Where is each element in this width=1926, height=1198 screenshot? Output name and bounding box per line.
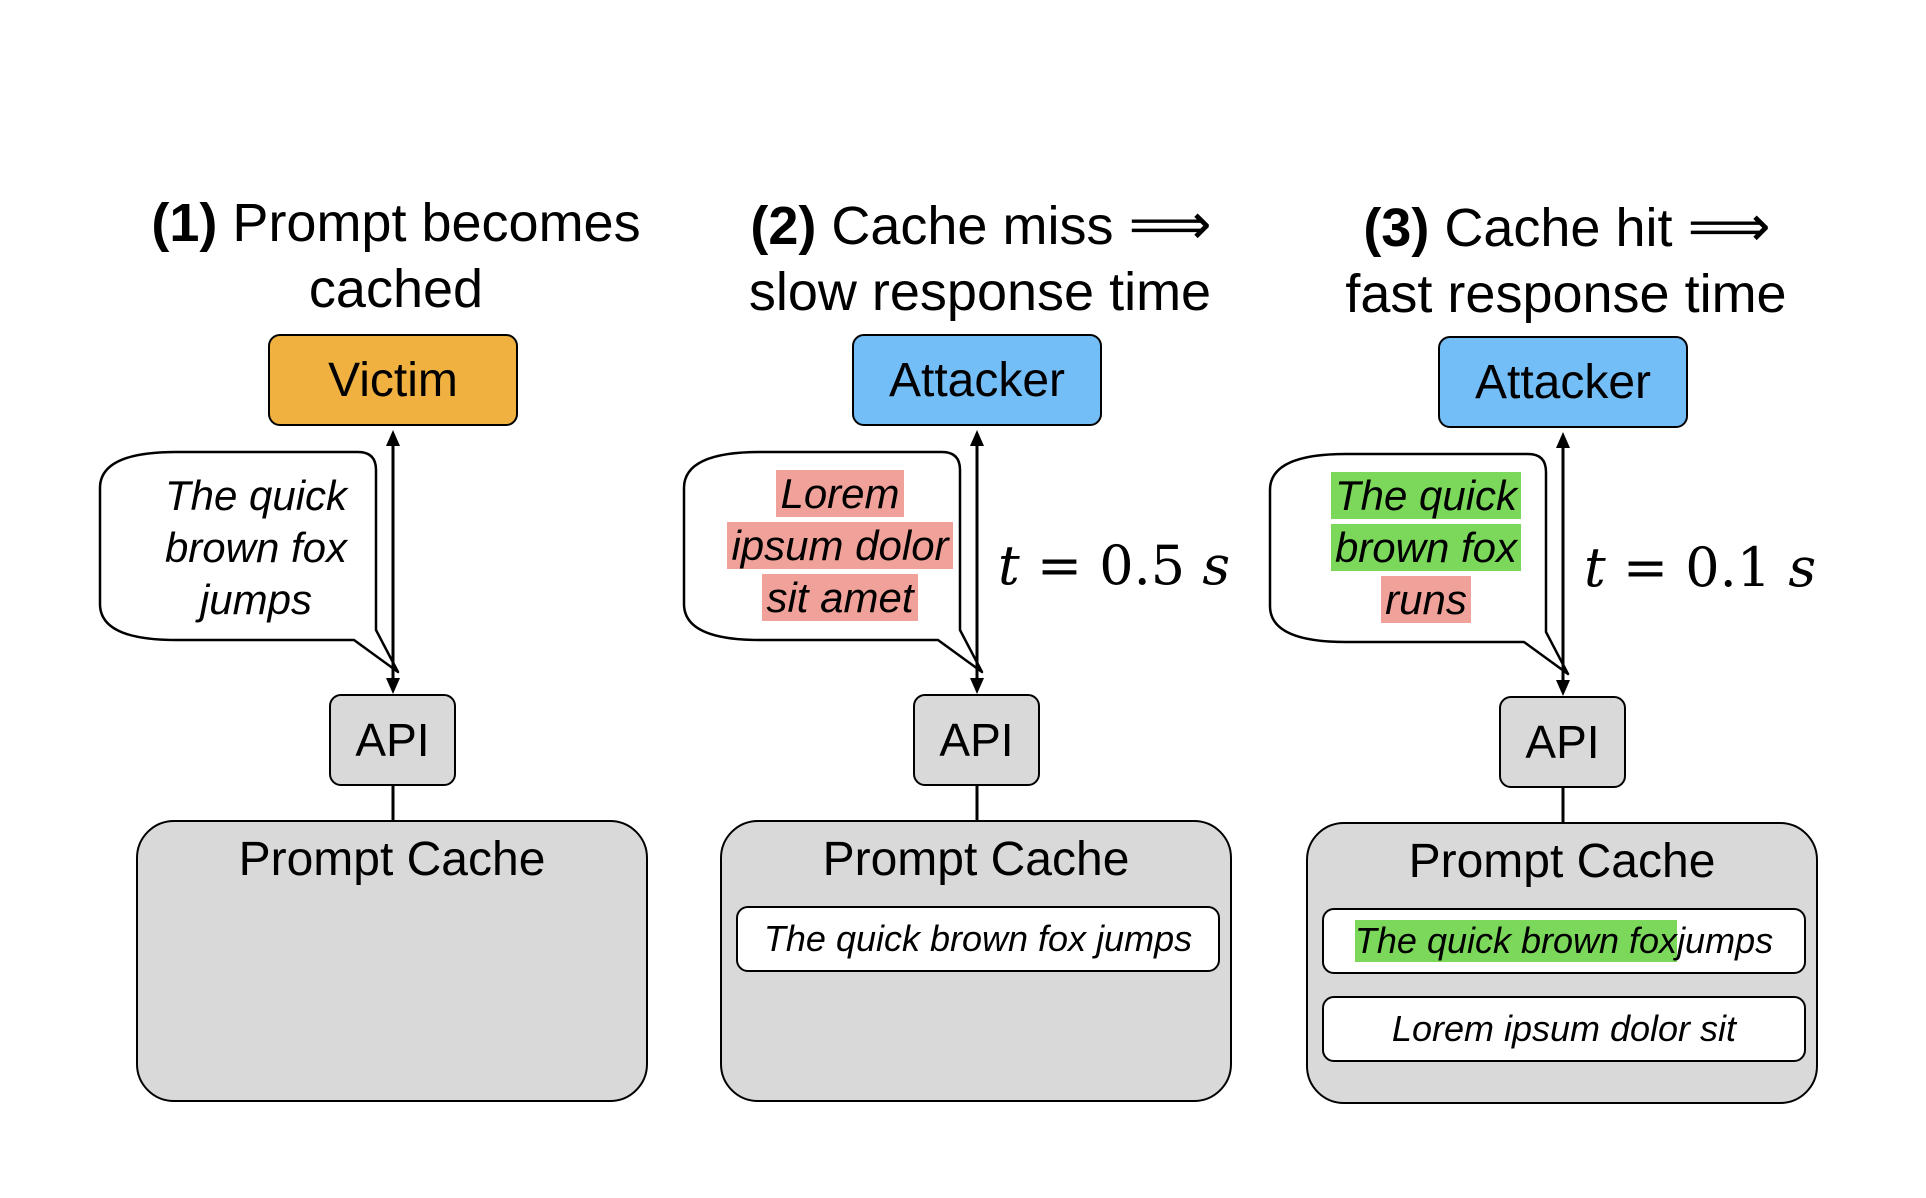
response-time: t = 0.5 s [998, 534, 1230, 597]
prompt-line-miss: runs [1381, 576, 1471, 623]
title-line-2: fast response time [1345, 264, 1787, 324]
cache-entry: Lorem ipsum dolor sit [1322, 996, 1806, 1062]
panel-title: (2) Cache miss ⟹ slow response time [720, 192, 1240, 325]
time-unit: s [1788, 536, 1817, 599]
title-line-2: slow response time [748, 262, 1212, 322]
api-box: API [913, 694, 1040, 786]
victim-box: Victim [268, 334, 518, 426]
arrow-head-up [970, 430, 984, 446]
step-number: (1) [151, 193, 218, 253]
attacker-label: Attacker [888, 353, 1066, 407]
arrow-head-up [386, 430, 400, 446]
time-variable: t [1584, 536, 1606, 599]
time-value: = 0.1 [1605, 536, 1789, 599]
cache-entry-suffix: jumps [1677, 920, 1774, 961]
implies-arrow: ⟹ [1128, 192, 1211, 257]
title-line-2: cached [308, 259, 484, 319]
cache-title: Prompt Cache [822, 833, 1130, 886]
cache-title: Prompt Cache [1408, 835, 1716, 888]
prompt-cache: Prompt Cache [136, 820, 648, 1102]
connectors [98, 430, 400, 820]
arrow-head-down [1556, 680, 1570, 696]
step-number: (2) [750, 196, 817, 256]
victim-label: Victim [328, 353, 458, 407]
prompt-line-hit: brown fox [1330, 524, 1522, 571]
arrow-head-up [1556, 432, 1570, 448]
prompt-text: The quick brown fox runs [1286, 470, 1566, 626]
api-box: API [329, 694, 456, 786]
panel-title: (1) Prompt becomes cached [136, 190, 656, 322]
prompt-line: jumps [199, 576, 313, 623]
prompt-text: Lorem ipsum dolor sit amet [700, 468, 980, 624]
title-line-1: Cache hit [1444, 198, 1673, 258]
attacker-box: Attacker [852, 334, 1102, 426]
title-line-1: Cache miss [831, 196, 1114, 256]
prompt-line: brown fox [164, 524, 348, 571]
prompt-cache: Prompt Cache The quick brown fox jumps L… [1306, 822, 1818, 1104]
time-variable: t [998, 534, 1020, 597]
panel-title: (3) Cache hit ⟹ fast response time [1306, 194, 1826, 327]
prompt-line-hit: The quick [1330, 472, 1522, 519]
panel-cache-hit: (3) Cache hit ⟹ fast response time Attac… [1268, 0, 1826, 1198]
attacker-label: Attacker [1474, 355, 1652, 409]
title-line-1: Prompt becomes [232, 193, 641, 253]
prompt-line-miss: ipsum dolor [727, 522, 953, 569]
cache-entry: The quick brown fox jumps [736, 906, 1220, 972]
cache-entry-matched-prefix: The quick brown fox [1354, 920, 1678, 962]
step-number: (3) [1363, 198, 1430, 258]
prompt-text: The quick brown fox jumps [116, 470, 396, 626]
cache-title: Prompt Cache [238, 833, 546, 886]
time-value: = 0.5 [1019, 534, 1203, 597]
attacker-box: Attacker [1438, 336, 1688, 428]
prompt-line-miss: sit amet [762, 574, 918, 621]
api-label: API [1525, 716, 1600, 768]
arrow-head-down [386, 678, 400, 694]
prompt-line: The quick [164, 472, 348, 519]
response-time: t = 0.1 s [1584, 536, 1816, 599]
api-label: API [939, 714, 1014, 766]
time-unit: s [1202, 534, 1231, 597]
prompt-cache: Prompt Cache The quick brown fox jumps [720, 820, 1232, 1102]
speech-bubble [98, 450, 400, 674]
cache-entry-text: The quick brown fox jumps [763, 918, 1193, 959]
api-box: API [1499, 696, 1626, 788]
implies-arrow: ⟹ [1687, 194, 1771, 259]
panel-cache-miss: (2) Cache miss ⟹ slow response time Atta… [682, 0, 1240, 1198]
panel-prompt-becomes-cached: (1) Prompt becomes cached Victim The qui… [98, 0, 656, 1198]
api-label: API [355, 714, 430, 766]
arrow-head-down [970, 678, 984, 694]
cache-entry: The quick brown fox jumps [1322, 908, 1806, 974]
prompt-line-miss: Lorem [776, 470, 904, 517]
cache-entry-text: Lorem ipsum dolor sit [1391, 1008, 1737, 1049]
